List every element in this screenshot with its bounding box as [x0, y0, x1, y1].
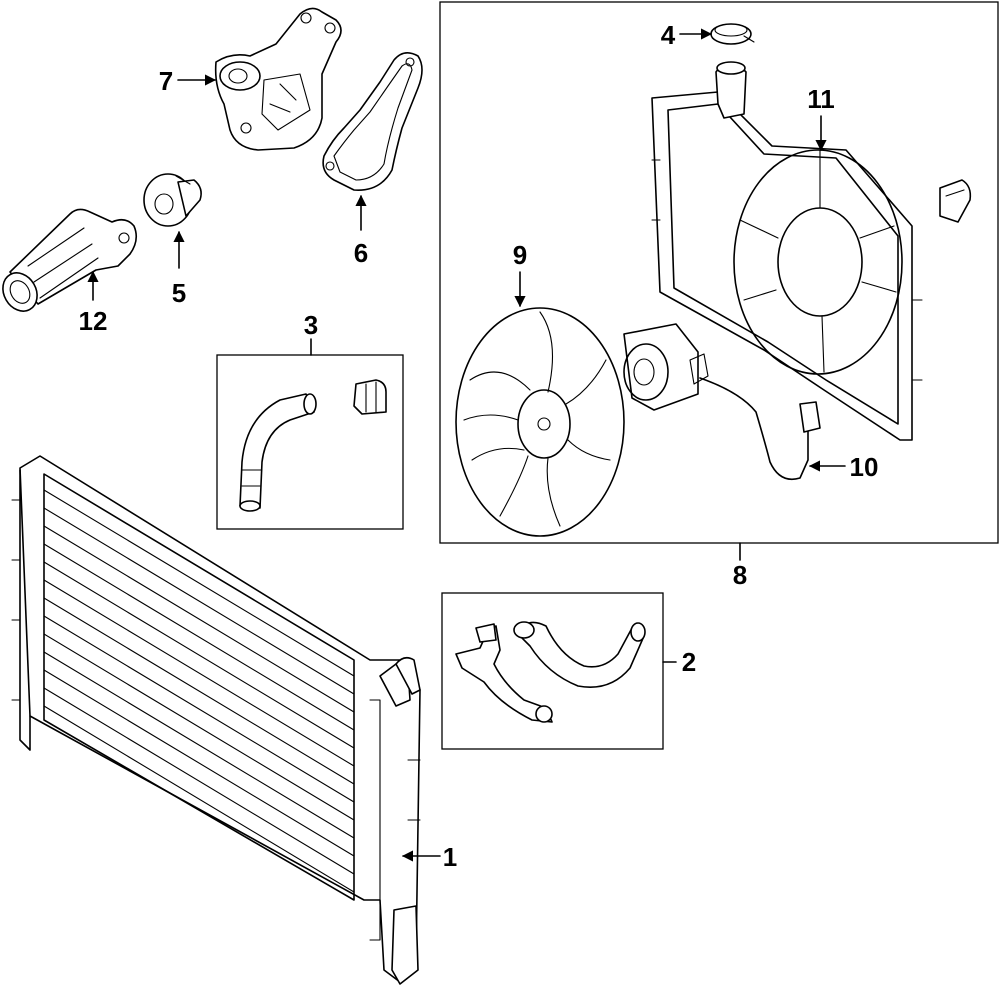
radiator-part[interactable] — [11, 455, 421, 985]
fan-blade-part[interactable] — [455, 307, 625, 537]
callout-10[interactable]: 10 — [850, 452, 879, 482]
water-pump-part[interactable] — [214, 7, 342, 151]
callout-9[interactable]: 9 — [513, 240, 527, 270]
fan-shroud-part[interactable] — [651, 61, 923, 441]
water-inlet-pipe-part[interactable] — [0, 208, 138, 317]
thermostat-part[interactable] — [143, 173, 202, 227]
small-fan-connector-part[interactable] — [939, 179, 972, 223]
callout-7[interactable]: 7 — [159, 66, 173, 96]
callout-12[interactable]: 12 — [79, 306, 108, 336]
fan-assembly-group-box — [439, 1, 999, 544]
callout-2[interactable]: 2 — [682, 647, 696, 677]
callout-8[interactable]: 8 — [733, 560, 747, 590]
water-pump-gasket-part[interactable] — [322, 52, 423, 191]
fan-motor-part[interactable] — [623, 323, 821, 481]
callout-6[interactable]: 6 — [354, 238, 368, 268]
reservoir-cap-part[interactable] — [710, 23, 755, 45]
callout-5[interactable]: 5 — [172, 278, 186, 308]
callout-4[interactable]: 4 — [661, 20, 676, 50]
lower-hose-group-box — [441, 592, 664, 750]
callout-1[interactable]: 1 — [443, 842, 457, 872]
radiator-core-fins — [43, 489, 355, 893]
hose-clip-part[interactable] — [353, 379, 387, 415]
lower-hose-part[interactable] — [513, 621, 646, 688]
upper-hose-group-box — [216, 354, 404, 530]
callout-11[interactable]: 11 — [807, 84, 835, 114]
bypass-hose-part[interactable] — [455, 623, 553, 723]
upper-hose-part[interactable] — [239, 393, 317, 512]
callout-3[interactable]: 3 — [304, 310, 318, 340]
